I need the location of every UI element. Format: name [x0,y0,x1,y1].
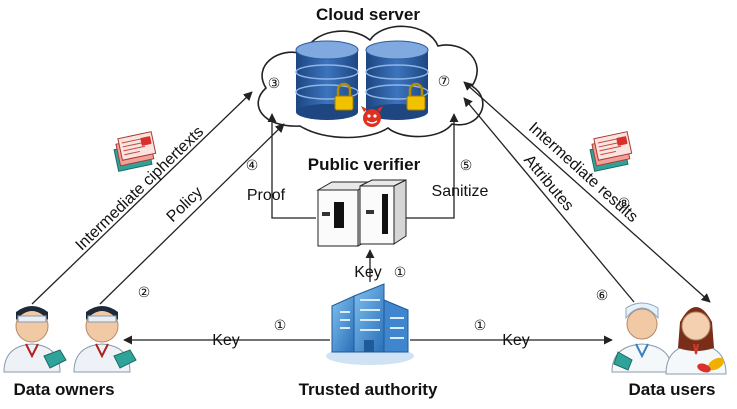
step-6-label: ⑥ [596,287,609,303]
trusted-authority-label: Trusted authority [299,380,438,399]
person-icon [3,306,67,373]
arrow-policy-to-cloud [99,123,285,305]
key-users-label: Key [502,332,530,349]
cloud-server-label: Cloud server [316,5,420,24]
building-icon [326,283,414,365]
step-5-label: ⑤ [460,157,473,173]
step-1-owners-label: ① [274,317,287,333]
data-users-label: Data users [629,380,716,399]
server-icon [359,179,407,245]
arrow-intermediate-results [463,81,711,303]
step-8-label: ⑧ [618,195,631,211]
step-3-label: ③ [268,75,281,91]
key-verifier-label: Key [354,264,382,281]
lock-icon [334,82,354,111]
step-7-label: ⑦ [438,73,451,89]
nurse-icon [665,307,727,375]
person-icon [73,306,137,373]
data-owners-label: Data owners [13,380,114,399]
proof-label: Proof [247,187,286,204]
step-2-label: ② [138,284,151,300]
arrow-proof-from-verifier [267,113,316,219]
doctor-icon [611,302,673,373]
step-1-users-label: ① [474,317,487,333]
step-4-label: ④ [246,157,259,173]
policy-label: Policy [164,184,207,226]
lock-icon [406,82,426,111]
key-owners-label: Key [212,332,240,349]
arrow-ciphertexts-to-cloud [31,91,253,305]
sanitize-label: Sanitize [432,183,489,200]
document-stack-icon [113,131,157,172]
arrow-sanitize-from-verifier [406,113,459,219]
document-stack-icon [589,131,633,172]
public-verifier-label: Public verifier [308,155,421,174]
step-1-verifier-label: ① [394,264,407,280]
devil-icon [361,106,383,127]
